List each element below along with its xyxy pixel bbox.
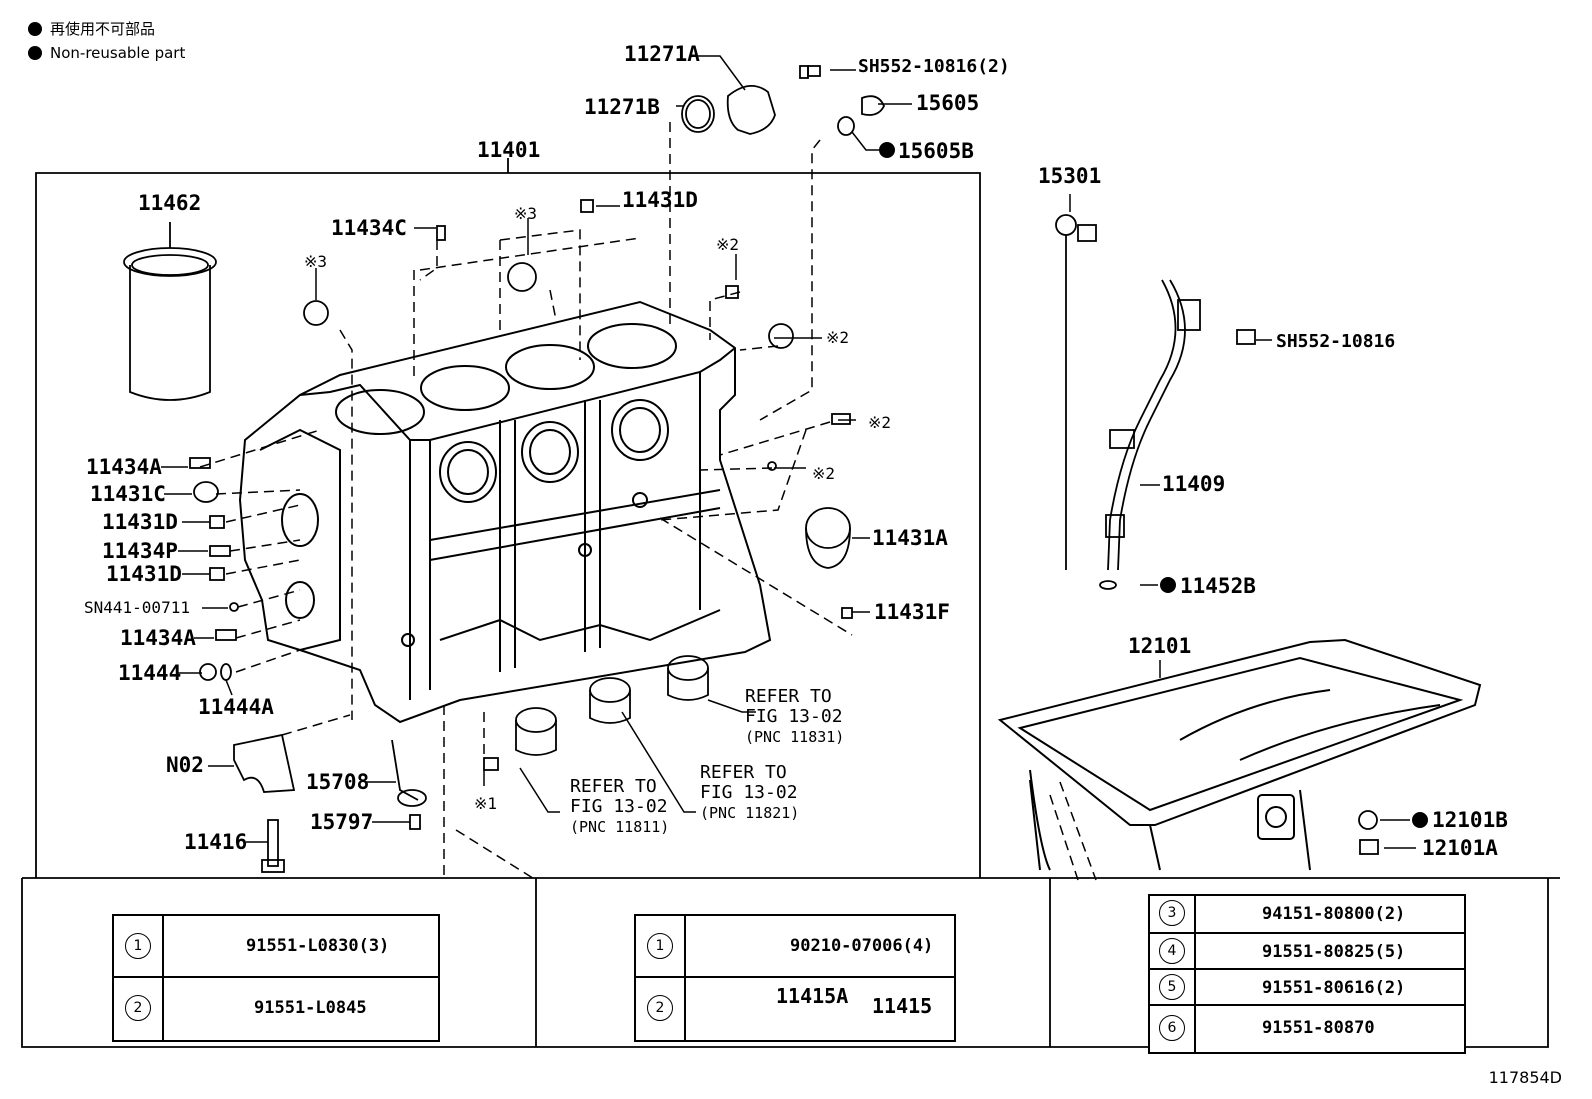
label-11416[interactable]: 11416 <box>184 830 248 854</box>
row-number: 2 <box>647 995 673 1021</box>
legend-en: Non-reusable part <box>28 44 185 62</box>
label-11409[interactable]: 11409 <box>1162 472 1226 496</box>
bolt-table-right: 3 94151-80800(2) 4 91551-80825(5) 5 9155… <box>1148 894 1466 1054</box>
label-15708[interactable]: 15708 <box>306 770 370 794</box>
row-number: 1 <box>647 933 673 959</box>
row-number: 1 <box>125 933 151 959</box>
ref-line-3: (PNC 11831) <box>745 728 845 746</box>
label-11462[interactable]: 11462 <box>138 191 202 215</box>
legend-en-text: Non-reusable part <box>50 44 186 62</box>
oil-pan-drawing <box>997 638 1482 871</box>
ref-pnc-11831[interactable]: REFER TO FIG 13-02 (PNC 11831) <box>745 687 844 747</box>
label-11431A[interactable]: 11431A <box>872 526 948 550</box>
label-11434C[interactable]: 11434C <box>331 216 407 240</box>
label-11431D-2[interactable]: 11431D <box>106 562 182 586</box>
ref-line-3: (PNC 11821) <box>700 804 800 822</box>
dashed-lines <box>199 122 1097 881</box>
engine-block-drawing <box>238 300 772 724</box>
row-number: 5 <box>1159 974 1185 1000</box>
figure-id: 117854D <box>1488 1068 1562 1087</box>
label-11271B[interactable]: 11271B <box>584 95 660 119</box>
lower-divider <box>535 878 1051 1047</box>
ref-line-1: REFER TO <box>745 686 832 707</box>
ref-pnc-11821[interactable]: REFER TO FIG 13-02 (PNC 11821) <box>700 763 799 823</box>
part-number[interactable]: 91551-L0830(3) <box>246 936 390 956</box>
part-number[interactable]: 91551-80825(5) <box>1262 942 1406 962</box>
ref-line-2: FIG 13-02 <box>745 706 843 727</box>
label-N02[interactable]: N02 <box>166 753 204 777</box>
legend-jp: 再使用不可部品 <box>28 18 155 39</box>
legend-jp-text: 再使用不可部品 <box>50 20 156 38</box>
small-parts-drawing <box>189 65 1379 873</box>
label-11434P[interactable]: 11434P <box>102 539 178 563</box>
table-row: 2 91551-L0845 <box>114 976 438 1040</box>
bolt-table-middle: 1 90210-07006(4) 2 11415A 11415 <box>634 914 956 1042</box>
label-11271A[interactable]: 11271A <box>624 42 700 66</box>
label-15301[interactable]: 15301 <box>1038 164 1102 188</box>
label-sh552-10816-2[interactable]: SH552-10816(2) <box>858 56 1010 77</box>
note-3b: ※3 <box>514 204 538 223</box>
table-row: 3 94151-80800(2) <box>1150 896 1464 932</box>
note-1: ※1 <box>474 794 498 813</box>
row-number: 2 <box>125 995 151 1021</box>
part-number[interactable]: 94151-80800(2) <box>1262 904 1406 924</box>
label-11401[interactable]: 11401 <box>477 138 541 162</box>
ref-line-1: REFER TO <box>570 776 657 797</box>
label-sh552-10816[interactable]: SH552-10816 <box>1276 331 1396 352</box>
label-15797[interactable]: 15797 <box>310 810 374 834</box>
note-2b: ※2 <box>826 328 850 347</box>
table-row: 2 11415A 11415 <box>636 976 954 1040</box>
assembly-number[interactable]: 11415 <box>872 994 933 1018</box>
row-number: 3 <box>1159 900 1185 926</box>
table-row: 1 91551-L0830(3) <box>114 916 438 976</box>
label-11444A[interactable]: 11444A <box>198 695 274 719</box>
part-number[interactable]: 11415A <box>776 984 849 1008</box>
ref-line-1: REFER TO <box>700 762 787 783</box>
part-number[interactable]: 91551-80870 <box>1262 1018 1375 1038</box>
label-11452B[interactable]: 11452B <box>1180 574 1256 598</box>
label-11431D-1[interactable]: 11431D <box>102 510 178 534</box>
label-11431F[interactable]: 11431F <box>874 600 950 624</box>
row-number: 6 <box>1159 1015 1185 1041</box>
lower-frame <box>21 877 1560 1048</box>
note-2a: ※2 <box>716 235 740 254</box>
ref-line-2: FIG 13-02 <box>570 796 668 817</box>
label-11431D-top[interactable]: 11431D <box>622 188 698 212</box>
dipstick-drawing <box>1055 214 1201 590</box>
label-12101B[interactable]: 12101B <box>1432 808 1508 832</box>
table-row: 5 91551-80616(2) <box>1150 968 1464 1006</box>
part-number[interactable]: 90210-07006(4) <box>790 936 934 956</box>
bullet-icon <box>28 21 42 36</box>
label-15605B[interactable]: 15605B <box>898 139 974 163</box>
bolt-table-left: 1 91551-L0830(3) 2 91551-L0845 <box>112 914 440 1042</box>
note-2d: ※2 <box>812 464 836 483</box>
label-11434A-2[interactable]: 11434A <box>120 626 196 650</box>
row-number: 4 <box>1159 938 1185 964</box>
table-row: 6 91551-80870 <box>1150 1004 1464 1052</box>
part-number[interactable]: 91551-80616(2) <box>1262 978 1406 998</box>
note-2c: ※2 <box>868 413 892 432</box>
cylinder-liner-drawing <box>123 222 217 401</box>
part-number[interactable]: 91551-L0845 <box>254 998 367 1018</box>
label-sn441-00711[interactable]: SN441-00711 <box>84 598 190 617</box>
label-15605[interactable]: 15605 <box>916 91 980 115</box>
label-12101[interactable]: 12101 <box>1128 634 1192 658</box>
label-12101A[interactable]: 12101A <box>1422 836 1498 860</box>
ref-line-3: (PNC 11811) <box>570 818 670 836</box>
note-3a: ※3 <box>304 252 328 271</box>
label-11444[interactable]: 11444 <box>118 661 182 685</box>
table-row: 1 90210-07006(4) <box>636 916 954 976</box>
bullet-icon <box>28 46 42 60</box>
table-row: 4 91551-80825(5) <box>1150 932 1464 970</box>
oil-filler-drawing <box>681 65 885 136</box>
label-11434A-1[interactable]: 11434A <box>86 455 162 479</box>
leader-lines <box>161 55 1416 849</box>
ref-pnc-11811[interactable]: REFER TO FIG 13-02 (PNC 11811) <box>570 777 669 837</box>
ref-line-2: FIG 13-02 <box>700 782 798 803</box>
label-11431C[interactable]: 11431C <box>90 482 166 506</box>
